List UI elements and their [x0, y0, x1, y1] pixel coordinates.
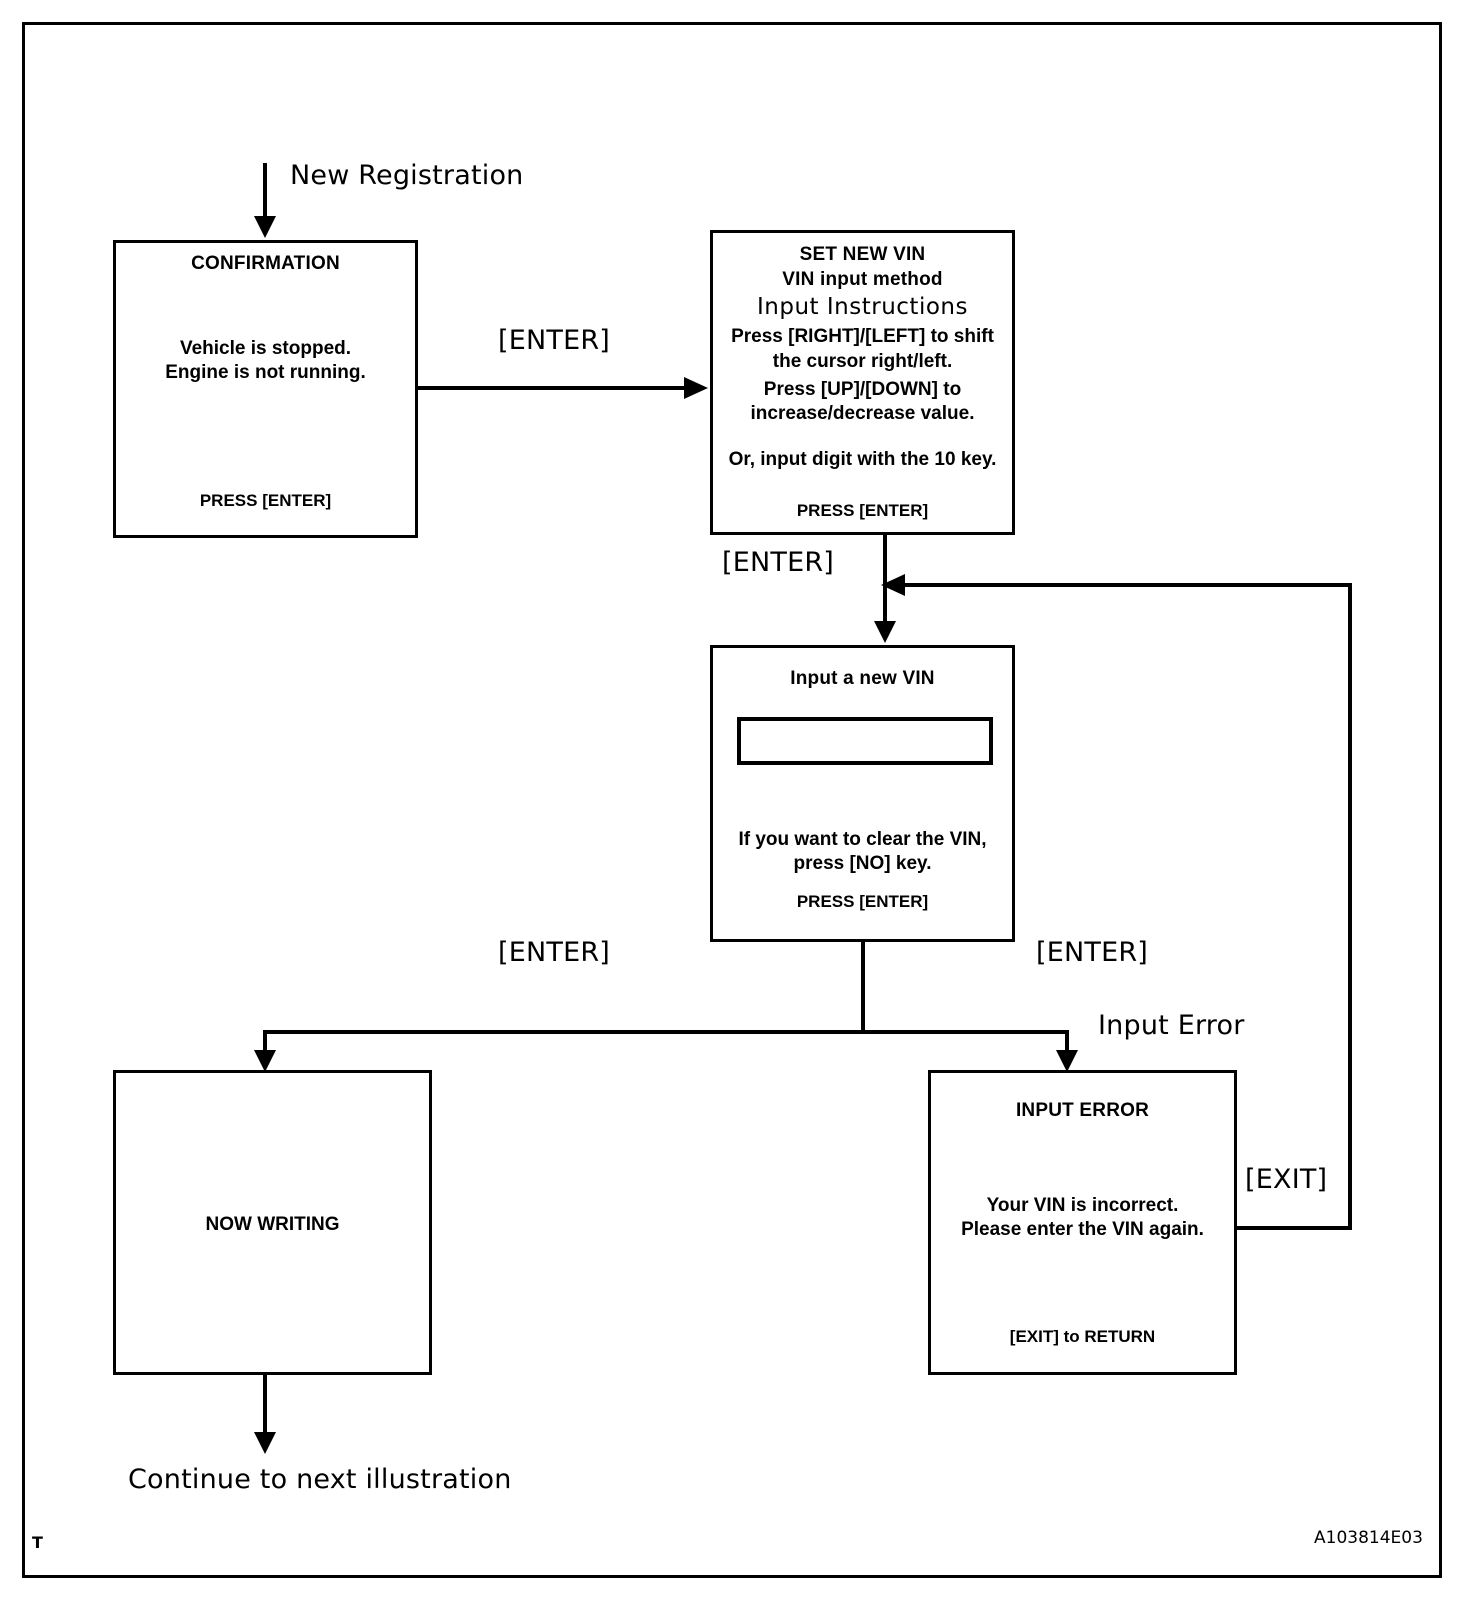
illustration-border: [22, 22, 1442, 1578]
input-error-footer: [EXIT] to RETURN: [1009, 1327, 1156, 1346]
edge-setvin-to-input-label: [ENTER]: [722, 547, 835, 578]
edge-error-return-label: [EXIT]: [1245, 1164, 1328, 1195]
set-new-vin-heading: Input Instructions: [757, 294, 968, 320]
edge-error-return-arrow-icon: [881, 574, 905, 596]
input-error-title: INPUT ERROR: [1015, 1100, 1150, 1121]
input-error-line-2: Please enter the VIN again.: [961, 1219, 1204, 1241]
confirmation-line-2: Engine is not running.: [165, 362, 366, 384]
screen-input-error: INPUT ERROR Your VIN is incorrect. Pleas…: [928, 1070, 1237, 1375]
edge-writing-to-exit-arrow-icon: [254, 1432, 276, 1454]
edge-writing-to-exit-line: [263, 1375, 267, 1443]
exit-label: Continue to next illustration: [128, 1464, 512, 1495]
edge-confirm-to-setvin-line: [418, 386, 686, 390]
edge-error-branch-label: Input Error: [1098, 1010, 1245, 1041]
confirmation-line-1: Vehicle is stopped.: [179, 338, 352, 359]
input-new-vin-footer: PRESS [ENTER]: [796, 892, 929, 911]
set-new-vin-extra: Or, input digit with the 10 key.: [728, 448, 997, 470]
screen-set-new-vin: SET NEW VIN VIN input method Input Instr…: [710, 230, 1015, 535]
set-new-vin-instruction-4: increase/decrease value.: [750, 403, 975, 425]
set-new-vin-instruction-2: the cursor right/left.: [772, 350, 953, 372]
edge-input-split-stem: [861, 942, 865, 1032]
edge-error-return-right: [1348, 583, 1352, 1230]
edge-input-to-writing-arrow-icon: [254, 1050, 276, 1072]
edge-input-to-writing-label: [ENTER]: [498, 937, 611, 968]
edge-error-return-bottom: [1237, 1226, 1352, 1230]
corner-mark: T: [32, 1533, 43, 1552]
input-error-line-1: Your VIN is incorrect.: [986, 1195, 1179, 1216]
entry-line: [263, 163, 267, 218]
input-new-vin-title: Input a new VIN: [790, 668, 935, 689]
confirmation-title: CONFIRMATION: [191, 253, 340, 274]
edge-error-return-top: [903, 583, 1352, 587]
set-new-vin-footer: PRESS [ENTER]: [796, 501, 929, 520]
screen-input-new-vin: Input a new VIN If you want to clear the…: [710, 645, 1015, 942]
edge-input-split-bar: [263, 1030, 1069, 1034]
edge-setvin-to-input-arrow-icon: [874, 621, 896, 643]
vin-input-field[interactable]: [737, 717, 993, 765]
figure-code: A103814E03: [1314, 1528, 1423, 1548]
edge-confirm-to-setvin-arrow-icon: [684, 377, 708, 399]
edge-input-to-error-line: [1065, 1030, 1069, 1062]
confirmation-footer: PRESS [ENTER]: [199, 491, 332, 510]
now-writing-title: NOW WRITING: [205, 1214, 340, 1235]
set-new-vin-instruction-3: Press [UP]/[DOWN] to: [763, 378, 962, 400]
input-new-vin-hint-1: If you want to clear the VIN,: [738, 829, 987, 850]
entry-arrow-icon: [254, 216, 276, 238]
set-new-vin-subtitle: VIN input method: [782, 269, 943, 290]
edge-input-to-error-arrow-icon: [1056, 1050, 1078, 1072]
input-new-vin-hint-2: press [NO] key.: [793, 853, 932, 875]
entry-label: New Registration: [290, 160, 524, 191]
screen-confirmation: CONFIRMATION Vehicle is stopped. Engine …: [113, 240, 418, 538]
edge-input-to-writing-line: [263, 1030, 267, 1062]
set-new-vin-instruction-1: Press [RIGHT]/[LEFT] to shift: [731, 326, 994, 348]
edge-input-to-error-label: [ENTER]: [1036, 937, 1149, 968]
set-new-vin-title: SET NEW VIN: [799, 244, 926, 265]
screen-now-writing: NOW WRITING: [113, 1070, 432, 1375]
edge-confirm-to-setvin-label: [ENTER]: [498, 325, 611, 356]
